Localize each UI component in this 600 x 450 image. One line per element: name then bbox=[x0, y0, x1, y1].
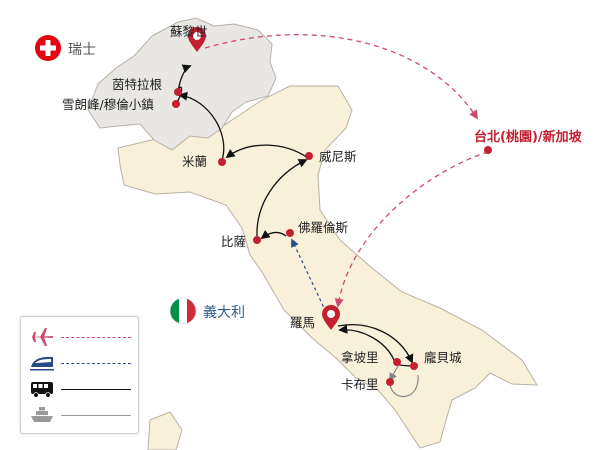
ship-icon bbox=[31, 407, 53, 422]
bus-route-naples-rome bbox=[338, 324, 395, 361]
train-icon bbox=[30, 356, 54, 371]
label-zurich: 蘇黎世 bbox=[170, 24, 208, 39]
label-italy: 義大利 bbox=[203, 304, 245, 321]
bus-route-milan-interlaken bbox=[178, 91, 225, 161]
legend-row-ferry bbox=[21, 403, 138, 427]
label-capri: 卡布里 bbox=[341, 377, 379, 392]
label-interlaken: 茵特拉根 bbox=[112, 77, 163, 92]
airplane-icon bbox=[31, 328, 53, 346]
italy-region bbox=[117, 85, 538, 449]
marker-pompeii[interactable] bbox=[410, 362, 418, 370]
flight-route-hub-rome bbox=[334, 151, 489, 308]
label-switzerland: 瑞士 bbox=[68, 42, 96, 58]
switzerland-flag-icon bbox=[35, 35, 61, 61]
legend-line-bus bbox=[61, 389, 131, 390]
marker-interlaken[interactable] bbox=[174, 88, 182, 96]
legend-row-flight bbox=[21, 325, 138, 349]
switzerland-region bbox=[87, 17, 277, 151]
marker-pisa[interactable] bbox=[253, 236, 261, 244]
marker-florence[interactable] bbox=[286, 229, 294, 237]
sardinia-region bbox=[147, 411, 183, 450]
marker-venice[interactable] bbox=[305, 152, 313, 160]
bus-route-pisa-venice bbox=[256, 159, 308, 237]
legend-row-train bbox=[21, 351, 138, 375]
marker-capri[interactable] bbox=[386, 378, 394, 386]
flight-route-zurich-hub bbox=[204, 34, 478, 120]
label-pompeii: 龐貝城 bbox=[424, 350, 462, 365]
legend-line-train bbox=[61, 363, 131, 364]
pin-rome[interactable] bbox=[322, 305, 340, 330]
label-rome: 羅馬 bbox=[290, 315, 315, 330]
bus-icon bbox=[31, 382, 53, 398]
label-pisa: 比薩 bbox=[221, 234, 246, 249]
label-hub: 台北(桃園)/新加坡 bbox=[474, 129, 583, 145]
legend-row-bus bbox=[21, 377, 138, 401]
italy-flag-icon bbox=[169, 297, 197, 325]
marker-naples[interactable] bbox=[393, 358, 401, 366]
legend-line-flight bbox=[61, 337, 131, 338]
bus-route-florence-pisa bbox=[260, 229, 287, 240]
marker-grindelwald[interactable] bbox=[172, 100, 180, 108]
ferry-route-capri-loop bbox=[389, 374, 419, 398]
legend bbox=[20, 316, 139, 434]
label-milan: 米蘭 bbox=[182, 154, 207, 169]
ferry-route-naples-capri bbox=[389, 365, 399, 382]
pin-zurich[interactable] bbox=[188, 27, 206, 52]
label-grindelwald: 雪朗峰/穆倫小鎮 bbox=[62, 97, 154, 112]
bus-route-venice-milan bbox=[225, 144, 309, 159]
label-venice: 威尼斯 bbox=[319, 149, 357, 164]
train-route-rome-florence bbox=[291, 238, 327, 313]
marker-milan[interactable] bbox=[218, 158, 226, 166]
marker-hub[interactable] bbox=[484, 146, 492, 154]
label-florence: 佛羅倫斯 bbox=[298, 220, 348, 235]
label-naples: 拿坡里 bbox=[341, 350, 379, 365]
legend-line-ferry bbox=[61, 415, 131, 416]
